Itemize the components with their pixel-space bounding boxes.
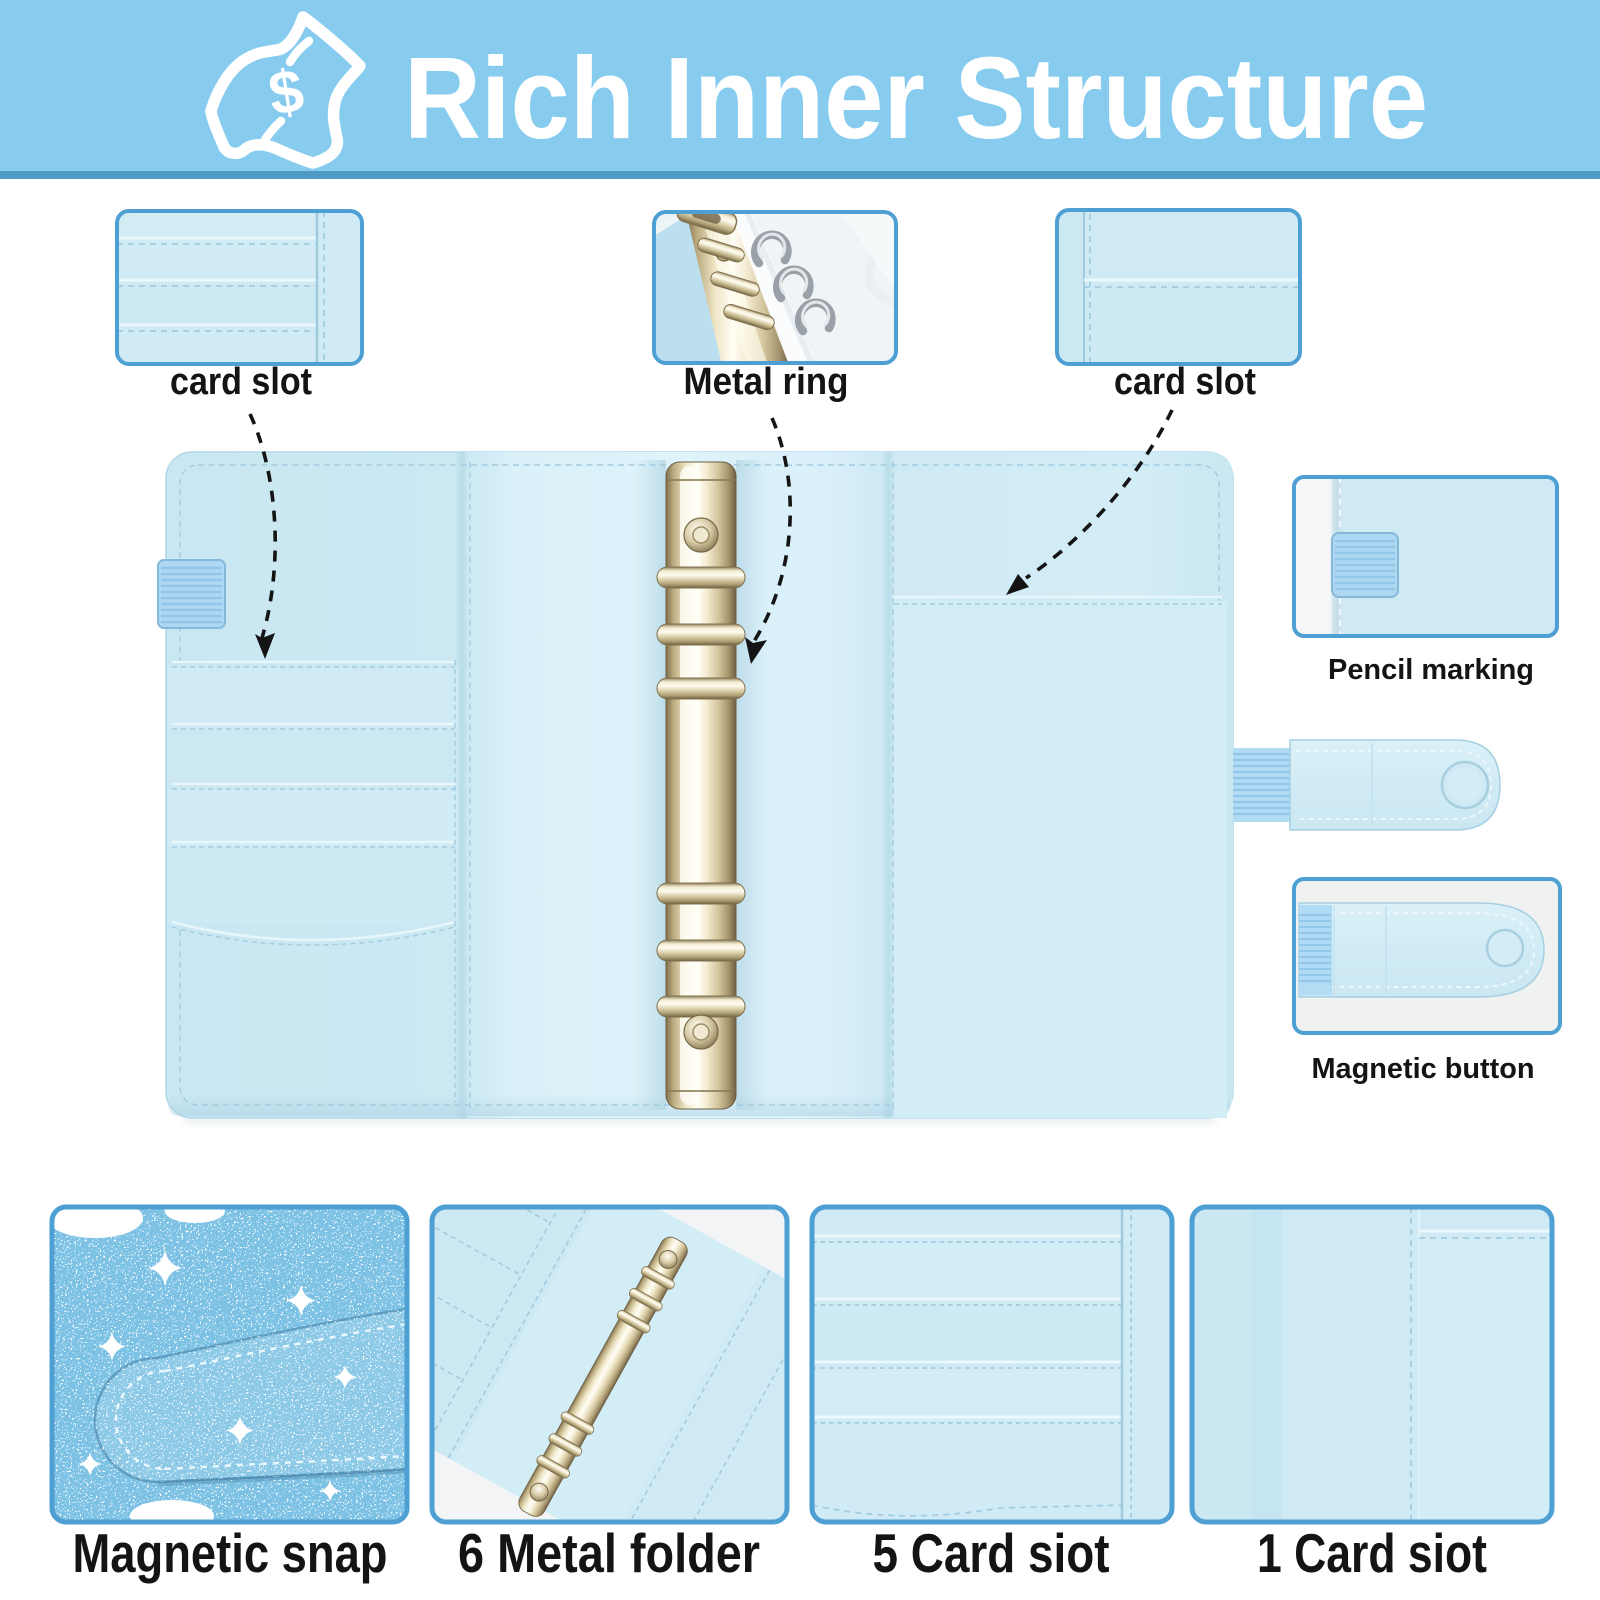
svg-text:5 Card siot: 5 Card siot — [873, 1522, 1110, 1584]
svg-text:Magnetic button: Magnetic button — [1312, 1053, 1535, 1085]
svg-text:Pencil marking: Pencil marking — [1328, 654, 1534, 686]
svg-text:6 Metal folder: 6 Metal folder — [458, 1522, 760, 1584]
svg-text:Metal ring: Metal ring — [684, 361, 849, 403]
svg-text:Rich Inner Structure: Rich Inner Structure — [404, 33, 1428, 163]
svg-text:Magnetic snap: Magnetic snap — [73, 1522, 388, 1584]
svg-text:1 Card siot: 1 Card siot — [1257, 1522, 1487, 1584]
svg-text:card slot: card slot — [170, 361, 312, 403]
svg-text:card slot: card slot — [1114, 361, 1256, 403]
